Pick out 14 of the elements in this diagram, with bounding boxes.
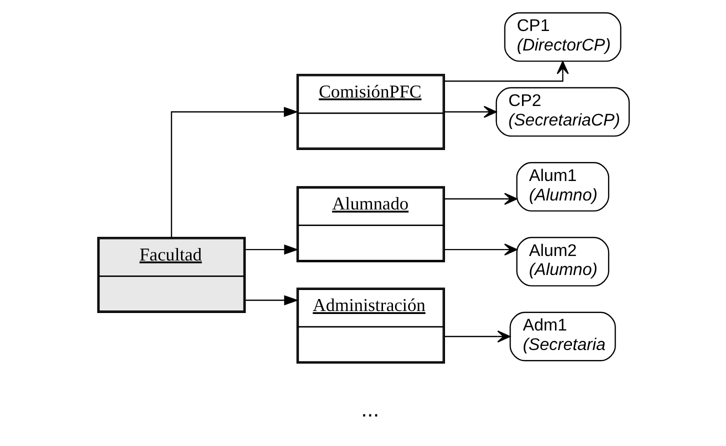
node-box: Adm1 (Secretaria — [509, 312, 616, 362]
node-box: Alum1 (Alumno) — [516, 162, 609, 212]
arrow — [245, 244, 298, 255]
arrow — [444, 244, 517, 256]
node-box: CP2 (SecretariaCP) — [495, 87, 630, 137]
arrow — [170, 106, 298, 238]
arrow — [444, 106, 496, 118]
arrow — [444, 61, 568, 82]
arrow — [444, 192, 517, 205]
node-box: CP1 (DirectorCP) — [504, 12, 621, 62]
node-box: Alum2 (Alumno) — [516, 236, 609, 286]
arrow — [245, 295, 298, 306]
arrow — [444, 330, 510, 343]
label: ... — [360, 396, 379, 422]
